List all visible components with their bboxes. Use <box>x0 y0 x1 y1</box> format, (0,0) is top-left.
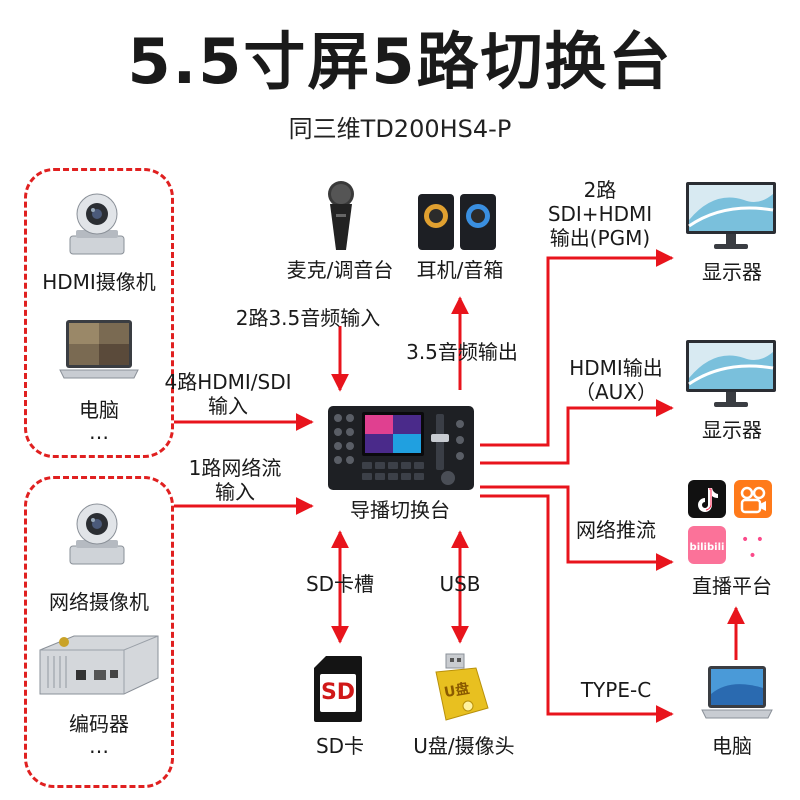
sd-card-text: SD <box>320 680 356 705</box>
sd-card-icon: SD <box>312 654 364 724</box>
monitor-1-label: 显示器 <box>702 260 762 284</box>
laptop-icon <box>58 318 140 390</box>
pgm-output-label-1: 2路 <box>583 178 617 202</box>
network-camera-label: 网络摄像机 <box>49 590 149 614</box>
ptz-camera-icon <box>62 190 132 260</box>
source-group-network <box>24 476 174 788</box>
mic-mixer-label: 麦克/调音台 <box>286 258 394 282</box>
switcher-label: 导播切换台 <box>350 498 450 522</box>
typec-label: TYPE-C <box>580 678 652 702</box>
laptop-output-label: 电脑 <box>712 734 752 758</box>
stream-label: 网络推流 <box>576 518 656 542</box>
audio-output-label: 3.5音频输出 <box>406 340 518 364</box>
monitor-icon <box>684 338 778 410</box>
usb-label: USB <box>439 572 481 596</box>
monitor-2-label: 显示器 <box>702 418 762 442</box>
page-subtitle: 同三维TD200HS4-P <box>288 115 512 143</box>
pgm-output-label-2: SDI+HDMI <box>547 202 653 226</box>
svg-text:bilibili: bilibili <box>690 542 725 553</box>
laptop-source-label: 电脑 <box>79 398 119 422</box>
laptop-icon <box>700 664 774 726</box>
hdmi-camera-label: HDMI摄像机 <box>42 270 156 294</box>
bilibili-icon: bilibili <box>688 526 726 564</box>
aux-output-label-1: HDMI输出 <box>569 356 663 380</box>
encoder-label: 编码器 <box>69 712 129 736</box>
more-sources-2: … <box>89 734 109 758</box>
monitor-icon <box>684 180 778 252</box>
network-camera-icon <box>62 500 132 570</box>
usb-drive-icon: U盘 <box>428 652 492 724</box>
more-platforms-icon: • • • <box>741 532 765 564</box>
sd-card-label: SD卡 <box>315 734 365 758</box>
switcher-device-icon <box>326 404 476 492</box>
audio-input-label: 2路3.5音频输入 <box>235 306 381 330</box>
page-title: 5.5寸屏5路切换台 <box>127 25 673 98</box>
pgm-output-label-3: 输出(PGM) <box>549 226 651 250</box>
stream-output-arrow <box>480 485 674 571</box>
more-sources-1: … <box>89 420 109 444</box>
headphone-speaker-label: 耳机/音箱 <box>416 258 504 282</box>
tiktok-icon <box>688 480 726 518</box>
network-input-label-1: 1路网络流 <box>188 456 282 480</box>
speaker-icon <box>414 190 500 254</box>
encoder-icon <box>34 632 164 702</box>
usb-camera-label: U盘/摄像头 <box>413 734 515 758</box>
hdmi-sdi-input-label-1: 4路HDMI/SDI <box>164 370 292 394</box>
typec-arrow <box>480 494 674 723</box>
pgm-output-arrow <box>480 249 674 447</box>
aux-output-label-2: （AUX） <box>574 380 658 404</box>
live-platform-label: 直播平台 <box>692 574 772 598</box>
sd-slot-label: SD卡槽 <box>305 572 375 596</box>
network-input-label-2: 输入 <box>215 480 255 504</box>
aux-output-arrow <box>480 399 674 465</box>
source-group-hdmi <box>24 168 174 458</box>
microphone-icon <box>318 180 364 254</box>
kuaishou-icon <box>734 480 772 518</box>
hdmi-sdi-input-label-2: 输入 <box>208 394 248 418</box>
